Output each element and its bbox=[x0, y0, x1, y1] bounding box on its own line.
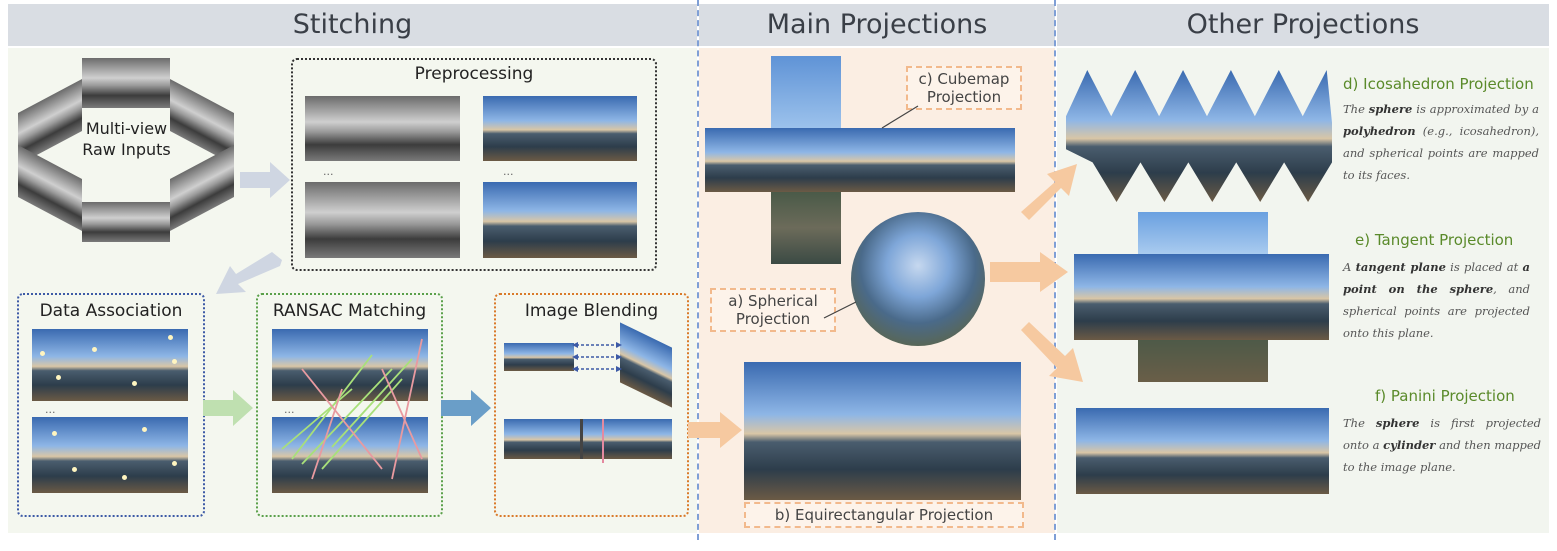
ellipsis: ... bbox=[323, 165, 334, 178]
main-projections-header: Main Projections bbox=[699, 4, 1055, 46]
ransac-title: RANSAC Matching bbox=[272, 301, 427, 321]
ellipsis: ... bbox=[503, 165, 514, 178]
arrow-to-panini bbox=[1021, 322, 1083, 382]
preproc-color-1 bbox=[483, 96, 637, 161]
ellipsis: ... bbox=[284, 403, 295, 416]
tangent-description: A tangent plane is placed at a point on … bbox=[1343, 260, 1531, 340]
cubemap-cross bbox=[705, 56, 1015, 264]
preproc-color-2 bbox=[483, 182, 637, 258]
equirect-label: b) Equirectangular Projection bbox=[744, 502, 1024, 528]
spherical-image bbox=[851, 212, 985, 346]
ransac-match-lines bbox=[281, 338, 423, 480]
blend-arrows bbox=[572, 342, 622, 372]
ransac-image-1 bbox=[272, 329, 428, 401]
seam-line-pink bbox=[602, 419, 604, 463]
panini-title: f) Panini Projection bbox=[1375, 387, 1515, 405]
other-projections-header: Other Projections bbox=[1057, 4, 1549, 46]
assoc-image-2 bbox=[32, 417, 188, 493]
arrow-preproc-to-assoc bbox=[216, 252, 282, 294]
spherical-leader bbox=[823, 301, 857, 319]
blend-left-image bbox=[504, 343, 574, 371]
panini-description: The sphere is first projected onto a cyl… bbox=[1343, 416, 1542, 474]
icosahedron-description: The sphere is approximated by a polyhedr… bbox=[1343, 102, 1539, 182]
raw-inputs-label: Multi-view Raw Inputs bbox=[82, 119, 171, 159]
seam-line bbox=[580, 419, 583, 459]
assoc-image-1 bbox=[32, 329, 188, 401]
cubemap-leader bbox=[881, 105, 919, 129]
image-blending-title: Image Blending bbox=[524, 301, 659, 321]
arrow-blend-to-equirect bbox=[688, 412, 742, 448]
preproc-gray-1 bbox=[305, 96, 460, 161]
blend-result-image bbox=[504, 419, 672, 459]
preprocessing-box: Preprocessing ... ... bbox=[291, 58, 657, 271]
arrow-to-icosa bbox=[1021, 164, 1077, 220]
separator-left bbox=[697, 0, 699, 540]
icosahedron-title: d) Icosahedron Projection bbox=[1343, 75, 1534, 93]
preprocessing-title: Preprocessing bbox=[414, 64, 534, 84]
data-association-title: Data Association bbox=[39, 301, 183, 321]
tangent-title: e) Tangent Projection bbox=[1355, 231, 1514, 249]
ransac-box: RANSAC Matching ... bbox=[256, 293, 443, 517]
spherical-label: a) Spherical Projection bbox=[710, 288, 836, 332]
raw-inputs-ring: Multi-view Raw Inputs bbox=[14, 56, 239, 242]
image-blending-box: Image Blending bbox=[494, 293, 689, 517]
arrow-raw-to-preproc bbox=[240, 162, 290, 198]
arrow-assoc-to-ransac bbox=[203, 390, 253, 426]
ellipsis: ... bbox=[45, 403, 56, 416]
cubemap-label: c) Cubemap Projection bbox=[906, 66, 1022, 110]
tangent-image bbox=[1074, 212, 1329, 382]
arrow-ransac-to-blending bbox=[441, 390, 491, 426]
data-association-box: Data Association ... bbox=[17, 293, 205, 517]
arrow-to-tangent bbox=[990, 252, 1068, 292]
blend-right-image bbox=[620, 322, 672, 408]
preproc-gray-2 bbox=[305, 182, 460, 258]
panini-image bbox=[1076, 408, 1329, 494]
equirect-image bbox=[744, 362, 1021, 500]
stitching-header: Stitching bbox=[8, 4, 697, 46]
